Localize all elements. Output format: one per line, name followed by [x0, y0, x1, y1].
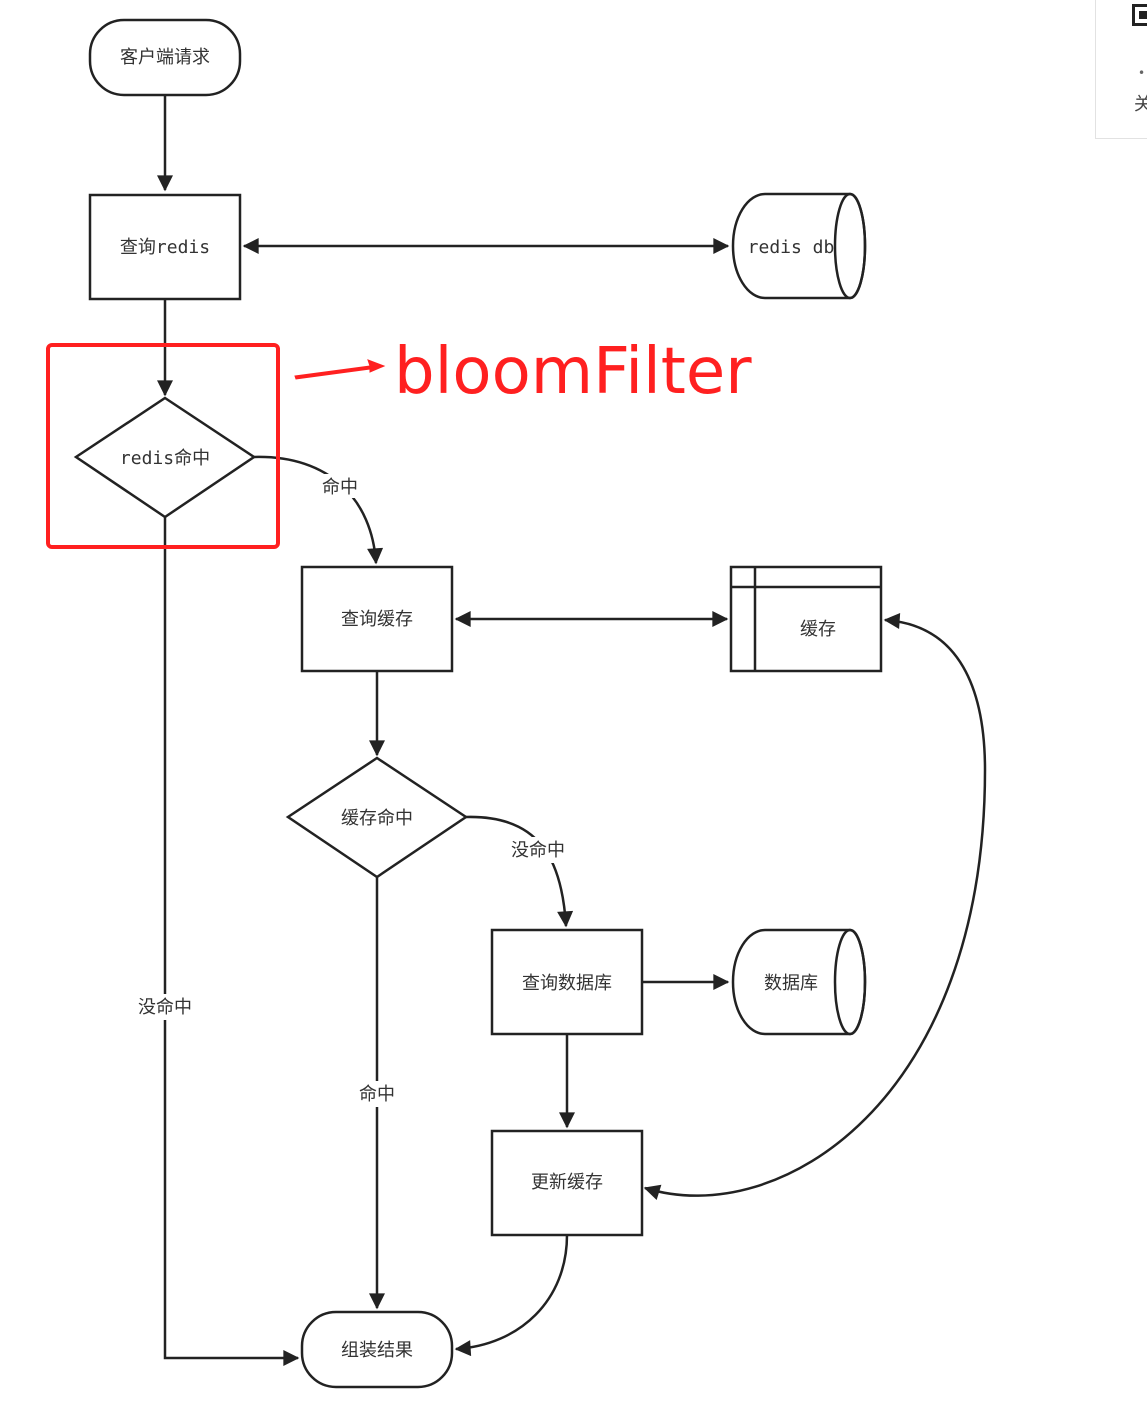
label-query-redis: 查询redis [120, 237, 210, 258]
node-redis-hit [73, 396, 257, 519]
node-redis-db [731, 192, 867, 300]
edge-cache-hit-no [465, 815, 574, 928]
qrcode-icon [1132, 4, 1147, 26]
side-panel-dot: • [1138, 66, 1146, 80]
node-database [731, 928, 867, 1036]
node-cache-hit [285, 756, 469, 879]
node-update-cache [490, 1129, 644, 1237]
label-assemble-result: 组装结果 [341, 1340, 413, 1361]
label-redis-db: redis db [748, 237, 835, 258]
node-query-cache [300, 565, 454, 673]
label-redis-hit: redis命中 [120, 448, 210, 469]
node-cache-store [729, 565, 883, 673]
label-query-cache: 查询缓存 [341, 609, 413, 630]
edge-update-cache-cache-store [643, 613, 987, 1200]
edge-label-cache-hit-no: 没命中 [511, 840, 565, 861]
node-assemble-result [300, 1310, 454, 1389]
bloomfilter-annotation: bloomFilter [46, 335, 752, 549]
edge-update-cache-to-assemble [454, 1234, 569, 1357]
label-query-db: 查询数据库 [522, 973, 612, 994]
highlight-arrow [294, 359, 386, 380]
node-client-request [88, 18, 242, 97]
edge-redis-hit-no [163, 517, 300, 1366]
side-panel: • 关 [1095, 0, 1147, 139]
side-panel-text: 关 [1134, 94, 1147, 115]
bloomfilter-label: bloomFilter [394, 335, 752, 409]
label-update-cache: 更新缓存 [531, 1172, 603, 1193]
label-cache-hit: 缓存命中 [341, 808, 413, 829]
node-query-redis [88, 193, 242, 301]
label-client-request: 客户端请求 [120, 47, 210, 68]
label-database: 数据库 [764, 973, 818, 994]
node-query-db [490, 928, 644, 1036]
label-cache-store: 缓存 [800, 619, 836, 640]
edge-label-redis-hit-no: 没命中 [138, 997, 192, 1018]
edge-label-cache-hit-yes: 命中 [359, 1084, 395, 1105]
edge-label-redis-hit-yes: 命中 [322, 477, 358, 498]
highlight-box [46, 343, 280, 549]
